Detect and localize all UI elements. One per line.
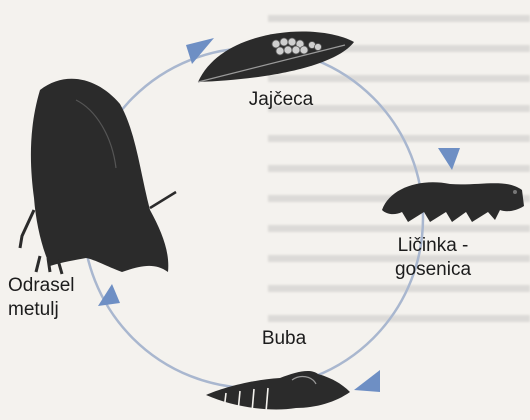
stage-label-adult-line-1: Odrasel [8,274,108,298]
butterfly-icon [20,79,176,274]
leaf-with-eggs-icon [198,31,354,82]
stage-label-adult-line-2: metulj [8,298,108,322]
caterpillar-icon [382,182,524,222]
arrow-egg-to-larva-icon [438,148,460,170]
stage-label-egg: Jajčeca [236,88,326,112]
chrysalis-icon [206,371,350,412]
stage-label-larva-line-2: gosenica [368,258,498,282]
arrow-pupa-to-adult-icon [354,370,380,392]
stage-label-larva: Ličinka - gosenica [368,234,498,282]
stage-label-pupa: Buba [244,327,324,351]
stage-label-adult: Odrasel metulj [8,274,108,322]
stage-label-larva-line-1: Ličinka - [368,234,498,258]
